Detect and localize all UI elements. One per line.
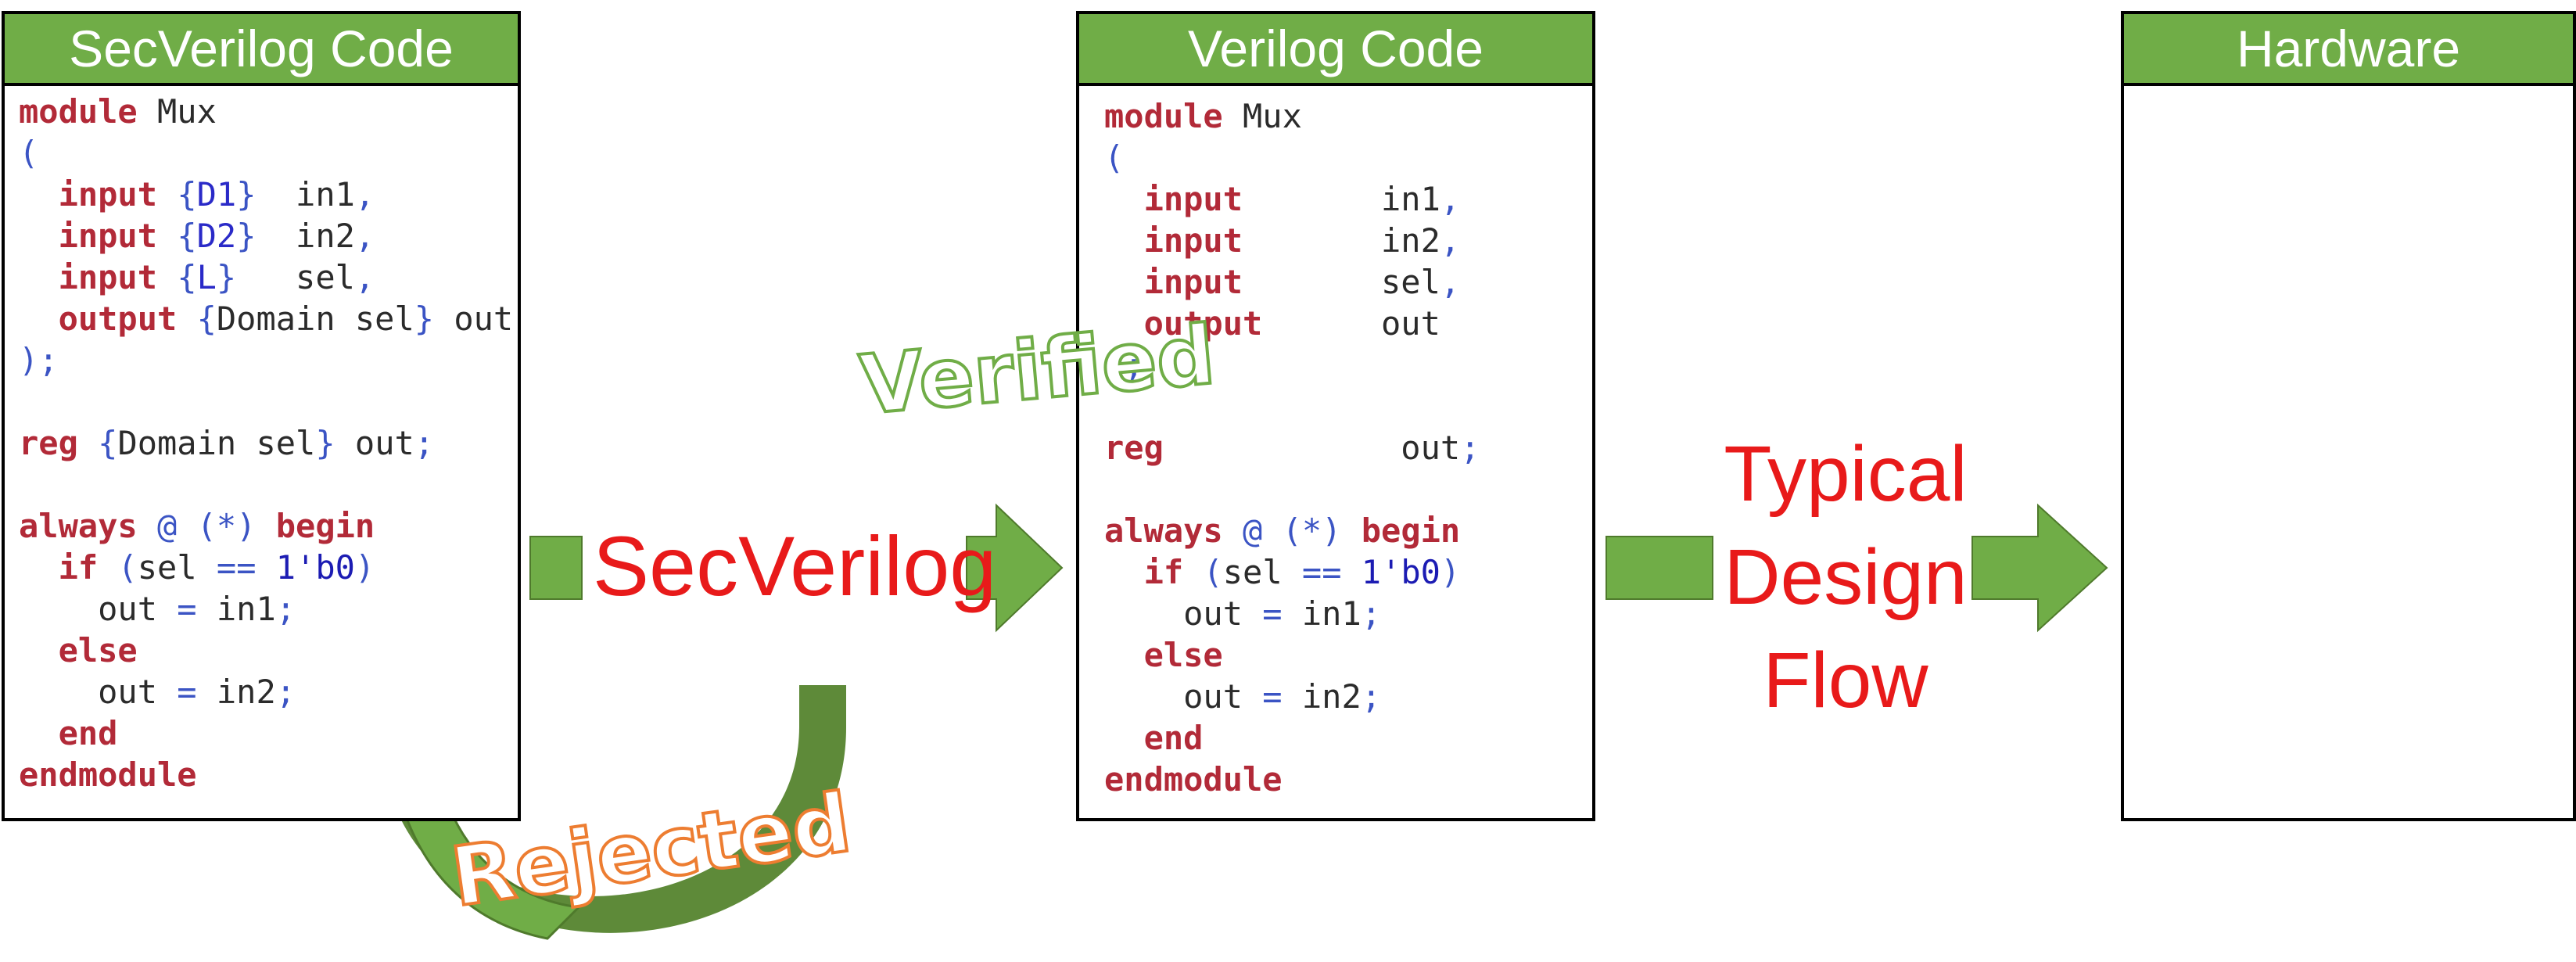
flow-arrow-head — [1971, 503, 2108, 633]
code-line: if (sel == 1'b0) — [58, 548, 375, 587]
code-line: input {D2} in2, — [58, 217, 375, 255]
secverilog-arrow-head — [966, 503, 1064, 633]
secverilog-arrow-tail — [529, 536, 583, 600]
code-line: endmodule — [19, 756, 197, 794]
code-line: endmodule — [1104, 760, 1283, 799]
code-line: if (sel == 1'b0) — [1143, 553, 1461, 591]
code-line: module Mux — [19, 92, 217, 131]
secverilog-code-panel: SecVerilog Code module Mux ( input {D1} … — [2, 11, 521, 821]
code-line: ); — [1104, 346, 1144, 384]
secverilog-code-block: module Mux ( input {D1} in1, input {D2} … — [19, 91, 513, 795]
code-line: out = in1; — [19, 590, 296, 628]
code-line: input in2, — [1143, 221, 1461, 260]
code-line: out = in2; — [1104, 677, 1382, 716]
code-line: out = in1; — [1104, 594, 1382, 633]
hardware-panel-title: Hardware — [2124, 14, 2573, 86]
code-line: ); — [19, 341, 59, 379]
code-line: reg out; — [1104, 429, 1480, 467]
flow-arrow-tail — [1606, 536, 1713, 600]
code-line: ( — [1104, 138, 1125, 177]
secverilog-flow-label: SecVerilog — [593, 519, 997, 613]
code-line: end — [1143, 719, 1204, 757]
verilog-code-block: module Mux ( input in1, input in2, input… — [1104, 95, 1480, 800]
code-line: input sel, — [1143, 263, 1461, 301]
code-line: else — [1143, 636, 1223, 674]
secverilog-panel-title: SecVerilog Code — [5, 14, 518, 86]
code-line: end — [58, 714, 118, 752]
code-line: input {L} sel, — [58, 258, 375, 296]
verilog-code-panel: Verilog Code module Mux ( input in1, inp… — [1076, 11, 1595, 821]
code-line: input in1, — [1143, 180, 1461, 218]
code-line: input {D1} in1, — [58, 175, 375, 214]
code-line: output out — [1143, 304, 1440, 343]
code-line: out = in2; — [19, 673, 296, 711]
code-line: always @ (*) begin — [1104, 512, 1461, 550]
code-line: reg {Domain sel} out; — [19, 424, 435, 462]
hardware-panel: Hardware — [2121, 11, 2576, 821]
code-line: always @ (*) begin — [19, 507, 375, 545]
verilog-panel-title: Verilog Code — [1079, 14, 1592, 86]
code-line: else — [58, 631, 138, 669]
code-line: ( — [19, 134, 39, 172]
code-line: output {Domain sel} out — [58, 300, 514, 338]
code-line: module Mux — [1104, 97, 1302, 135]
